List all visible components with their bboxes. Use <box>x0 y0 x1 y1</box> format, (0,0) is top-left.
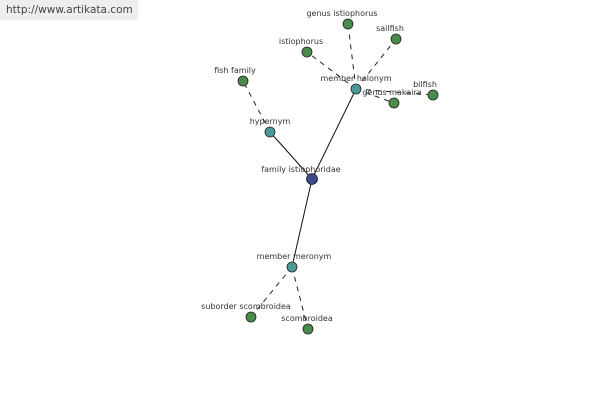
node-hypernym[interactable] <box>264 126 276 138</box>
edge-holonym-sailfish <box>355 38 397 90</box>
edge-family-hypernym <box>269 131 313 180</box>
site-url[interactable]: http://www.artikata.com <box>0 0 138 20</box>
node-sailfish[interactable] <box>390 33 402 45</box>
node-label-suborder[interactable]: suborder scombroidea <box>201 302 291 311</box>
node-label-makaira[interactable]: genus makaira <box>362 88 421 97</box>
node-holonym[interactable] <box>350 83 362 95</box>
node-label-genusistio[interactable]: genus istiophorus <box>306 9 377 18</box>
node-suborder[interactable] <box>245 311 257 323</box>
node-label-istiophorus[interactable]: istiophorus <box>279 37 323 46</box>
node-label-family[interactable]: family istiophoridae <box>261 165 340 174</box>
node-label-scombroidea[interactable]: scombroidea <box>281 314 333 323</box>
edge-meronym-suborder <box>250 266 293 318</box>
node-label-sailfish[interactable]: sailfish <box>376 24 404 33</box>
node-label-holonym[interactable]: member holonym <box>320 74 391 83</box>
node-label-hypernym[interactable]: hypernym <box>250 117 291 126</box>
edge-holonym-istiophorus <box>306 51 357 90</box>
node-family[interactable] <box>306 173 318 185</box>
edges-layer <box>242 23 434 330</box>
node-label-bilfish[interactable]: bilfish <box>413 80 437 89</box>
edge-family-holonym <box>311 88 357 180</box>
edge-holonym-bilfish <box>355 88 434 96</box>
node-label-fishfamily[interactable]: fish family <box>214 66 256 75</box>
node-fishfamily[interactable] <box>237 75 249 87</box>
node-istiophorus[interactable] <box>301 46 313 58</box>
node-scombroidea[interactable] <box>302 323 314 335</box>
edge-holonym-makaira <box>355 88 395 104</box>
edge-meronym-scombroidea <box>291 266 309 330</box>
nodes-layer <box>237 18 439 335</box>
edge-family-meronym <box>291 178 313 268</box>
node-makaira[interactable] <box>388 97 400 109</box>
node-meronym[interactable] <box>286 261 298 273</box>
labels-layer: family istiophoridae hypernym member holon… <box>201 9 437 323</box>
node-label-meronym[interactable]: member meronym <box>257 252 332 261</box>
node-genusistio[interactable] <box>342 18 354 30</box>
node-bilfish[interactable] <box>427 89 439 101</box>
edge-holonym-genusistio <box>347 23 357 90</box>
